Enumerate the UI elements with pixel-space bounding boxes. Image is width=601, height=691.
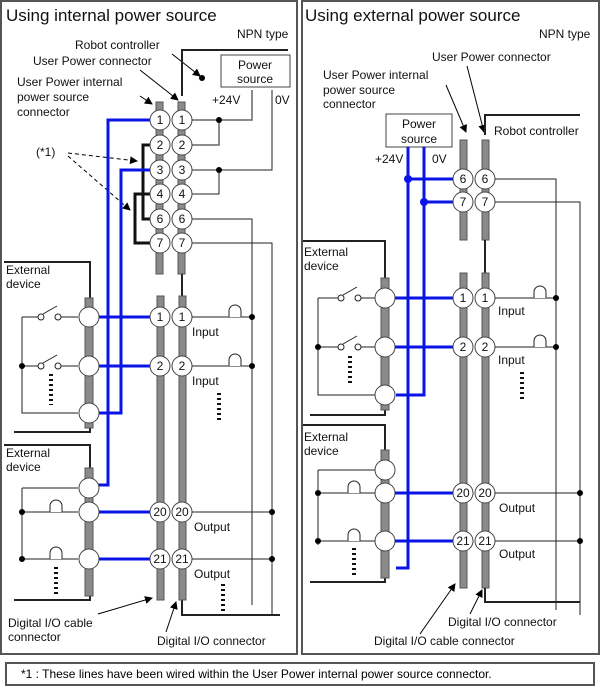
svg-text:External: External [304,430,348,444]
left-note-ref: (*1) [36,145,55,159]
svg-text:1: 1 [460,291,467,305]
svg-text:2: 2 [179,359,186,373]
left-panel-frame [0,0,298,655]
svg-text:21: 21 [456,534,470,548]
svg-text:2: 2 [460,340,467,354]
svg-text:Input: Input [498,353,525,367]
svg-text:User Power connector: User Power connector [432,50,551,64]
svg-text:2: 2 [157,359,164,373]
svg-text:7: 7 [179,236,186,250]
svg-text:1: 1 [157,310,164,324]
svg-text:connector: connector [323,97,376,111]
left-24v-label: +24V [212,93,240,107]
svg-text:3: 3 [179,163,186,177]
svg-text:source: source [401,132,437,146]
svg-text:0V: 0V [432,152,447,166]
left-robot-controller-label: Robot controller [75,38,160,52]
footnote: *1 : These lines have been wired within … [5,662,595,686]
svg-text:6: 6 [482,172,489,186]
svg-text:Output: Output [194,520,231,534]
svg-text:Power: Power [238,58,272,72]
svg-text:Digital I/O cable connector: Digital I/O cable connector [374,634,515,648]
svg-text:20: 20 [456,486,470,500]
svg-text:source: source [237,72,273,86]
svg-text:1: 1 [179,113,186,127]
right-panel-frame [301,0,600,655]
svg-text:External: External [6,263,50,277]
svg-text:connector: connector [8,630,61,644]
svg-text:device: device [6,460,41,474]
svg-text:User Power internal: User Power internal [323,68,428,82]
left-top-pins: 1 1 2 2 3 3 4 4 6 6 7 7 [149,109,193,254]
left-0v-label: 0V [275,93,290,107]
svg-text:Power: Power [402,117,436,131]
svg-text:Output: Output [499,547,536,561]
svg-text:7: 7 [482,195,489,209]
svg-text:device: device [304,259,339,273]
svg-text:21: 21 [153,552,167,566]
left-internal-connector-label-3: connector [17,105,70,119]
left-input-1-label: Input [192,325,219,339]
left-power-source-box [220,54,291,88]
svg-text:device: device [6,277,41,291]
svg-text:Output: Output [194,567,231,581]
svg-text:device: device [304,444,339,458]
svg-text:NPN type: NPN type [539,27,591,41]
svg-text:3: 3 [157,163,164,177]
svg-text:20: 20 [153,505,167,519]
left-internal-connector-label-1: User Power internal [17,75,122,89]
svg-text:6: 6 [157,212,164,226]
left-user-power-connector-label: User Power connector [33,54,152,68]
svg-text:Digital I/O cable: Digital I/O cable [8,616,93,630]
svg-text:7: 7 [460,195,467,209]
svg-text:6: 6 [179,212,186,226]
svg-text:4: 4 [179,187,186,201]
svg-text:20: 20 [175,505,189,519]
svg-text:1: 1 [482,291,489,305]
svg-text:2: 2 [157,138,164,152]
svg-text:External: External [304,245,348,259]
svg-text:1: 1 [179,310,186,324]
svg-text:power source: power source [323,83,395,97]
svg-text:21: 21 [175,552,189,566]
svg-text:2: 2 [179,138,186,152]
right-title: Using external power source [305,6,520,25]
left-input-2-label: Input [192,374,219,388]
left-npn-type: NPN type [237,27,289,41]
svg-text:7: 7 [157,236,164,250]
svg-text:2: 2 [482,340,489,354]
svg-text:Output: Output [499,501,536,515]
svg-text:External: External [6,446,50,460]
svg-text:1: 1 [157,113,164,127]
svg-text:4: 4 [157,187,164,201]
svg-text:20: 20 [478,486,492,500]
left-title: Using internal power source [6,6,217,25]
svg-text:6: 6 [460,172,467,186]
left-internal-connector-label-2: power source [17,90,89,104]
svg-text:21: 21 [478,534,492,548]
svg-text:+24V: +24V [375,152,403,166]
svg-text:Robot controller: Robot controller [494,124,579,138]
svg-text:Input: Input [498,304,525,318]
svg-text:Digital I/O connector: Digital I/O connector [448,615,557,629]
svg-text:Digital I/O connector: Digital I/O connector [157,634,266,648]
